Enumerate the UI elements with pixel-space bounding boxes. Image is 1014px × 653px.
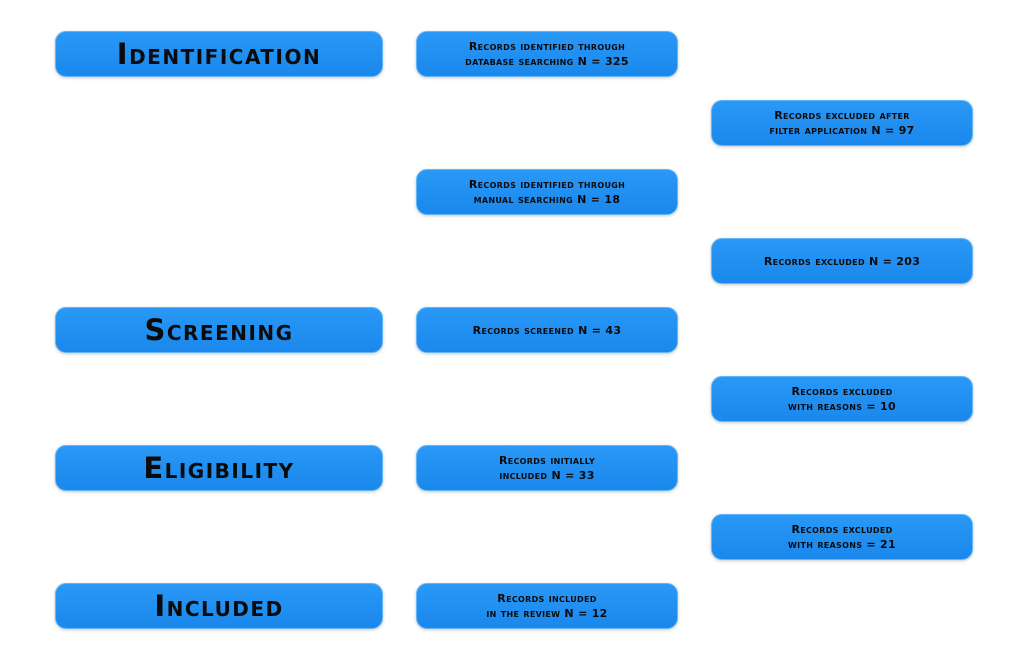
- node-excluded-filter-line2: filter application N = 97: [769, 124, 915, 137]
- node-database-search-line1: Records identified through: [468, 40, 626, 53]
- node-screened: Records screened N = 43: [416, 307, 678, 353]
- stage-identification-label: Identification: [116, 37, 322, 71]
- stage-included-label: Included: [154, 589, 284, 623]
- stage-included: Included: [55, 583, 383, 629]
- node-excluded-reasons-10-line2: with reasons = 10: [788, 400, 896, 413]
- node-manual-search: Records identified through manual search…: [416, 169, 678, 215]
- node-excluded-filter-line1: Records excluded after: [774, 109, 910, 122]
- node-database-search-line2: database searching N = 325: [465, 55, 629, 68]
- node-initially-included-line1: Records initially: [498, 454, 596, 467]
- node-initially-included: Records initially included N = 33: [416, 445, 678, 491]
- node-excluded-203-line1: Records excluded N = 203: [763, 254, 921, 268]
- node-included-review-line1: Records included: [497, 592, 597, 605]
- stage-eligibility-label: Eligibility: [143, 451, 295, 485]
- node-included-review: Records included in the review N = 12: [416, 583, 678, 629]
- node-included-review-line2: in the review N = 12: [486, 607, 608, 620]
- node-excluded-filter: Records excluded after filter applicatio…: [711, 100, 973, 146]
- node-excluded-reasons-10: Records excluded with reasons = 10: [711, 376, 973, 422]
- node-manual-search-line1: Records identified through: [468, 178, 626, 191]
- node-database-search: Records identified through database sear…: [416, 31, 678, 77]
- node-manual-search-line2: manual searching N = 18: [473, 193, 621, 206]
- node-excluded-reasons-21-line1: Records excluded: [791, 523, 893, 536]
- node-excluded-reasons-21: Records excluded with reasons = 21: [711, 514, 973, 560]
- node-initially-included-line2: included N = 33: [499, 469, 595, 482]
- stage-identification: Identification: [55, 31, 383, 77]
- node-excluded-reasons-21-line2: with reasons = 21: [788, 538, 896, 551]
- node-excluded-reasons-10-line1: Records excluded: [791, 385, 893, 398]
- stage-screening: Screening: [55, 307, 383, 353]
- node-screened-line1: Records screened N = 43: [472, 323, 622, 337]
- stage-screening-label: Screening: [144, 313, 294, 347]
- stage-eligibility: Eligibility: [55, 445, 383, 491]
- node-excluded-203: Records excluded N = 203: [711, 238, 973, 284]
